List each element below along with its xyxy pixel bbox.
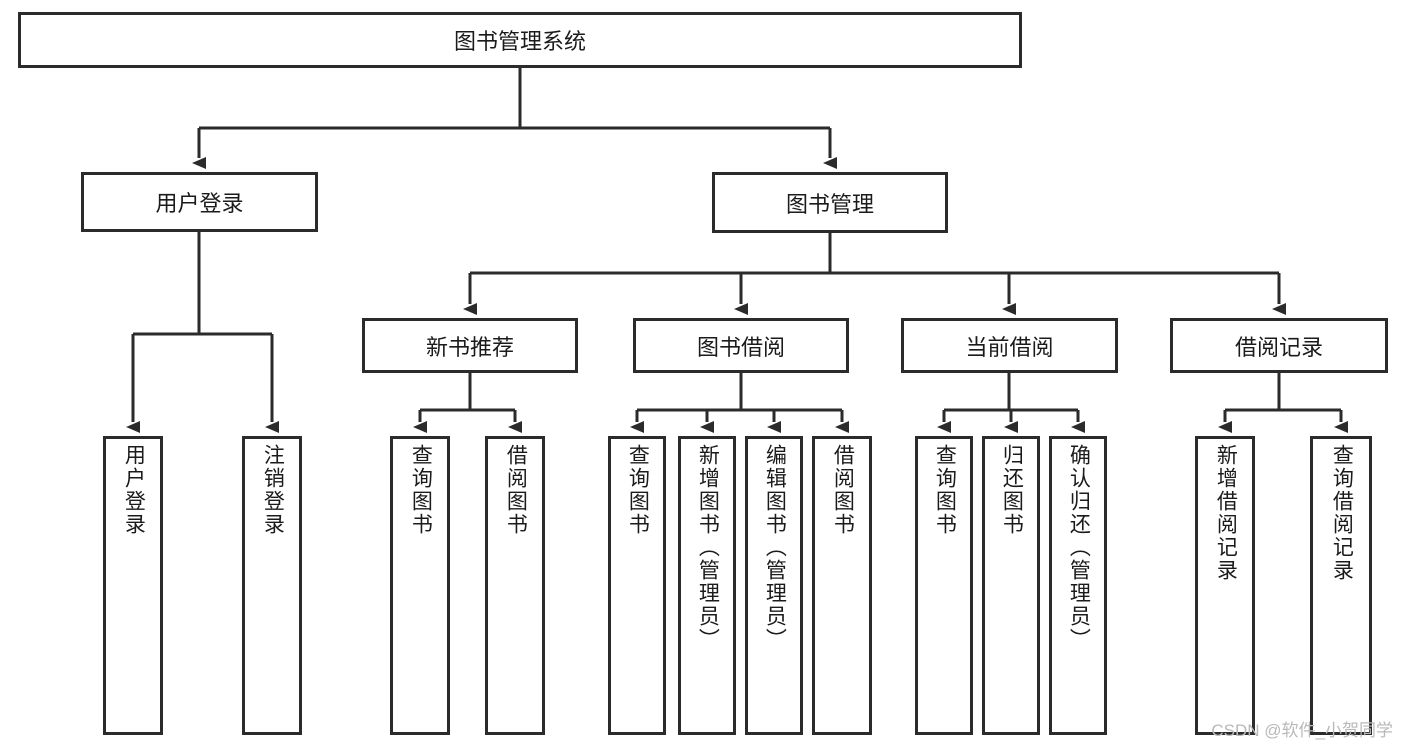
connector-layer <box>126 68 1348 433</box>
node-box-leaf-user-login[interactable] <box>103 436 163 735</box>
node-box-user-login[interactable] <box>81 172 318 232</box>
node-box-leaf-add-book-admin[interactable] <box>678 436 736 735</box>
node-box-leaf-query-book-current[interactable] <box>915 436 973 735</box>
node-box-new-book-recommend[interactable] <box>362 318 578 373</box>
node-box-leaf-query-borrow-record[interactable] <box>1310 436 1372 735</box>
node-box-leaf-return-book[interactable] <box>982 436 1040 735</box>
node-box-current-borrow[interactable] <box>901 318 1118 373</box>
node-box-leaf-confirm-return-admin[interactable] <box>1049 436 1107 735</box>
node-box-book-borrow[interactable] <box>633 318 849 373</box>
node-box-book-manage[interactable] <box>712 172 948 233</box>
node-box-root[interactable] <box>18 12 1022 68</box>
node-box-leaf-query-book-recommend[interactable] <box>390 436 450 735</box>
node-box-leaf-edit-book-admin[interactable] <box>745 436 803 735</box>
node-box-leaf-borrow-book[interactable] <box>812 436 872 735</box>
node-box-layer <box>18 12 1388 735</box>
node-box-leaf-add-borrow-record[interactable] <box>1195 436 1255 735</box>
node-box-leaf-logout[interactable] <box>242 436 302 735</box>
node-box-leaf-borrow-book-recommend[interactable] <box>485 436 545 735</box>
node-box-leaf-query-book-borrow[interactable] <box>608 436 666 735</box>
node-box-borrow-record[interactable] <box>1170 318 1388 373</box>
